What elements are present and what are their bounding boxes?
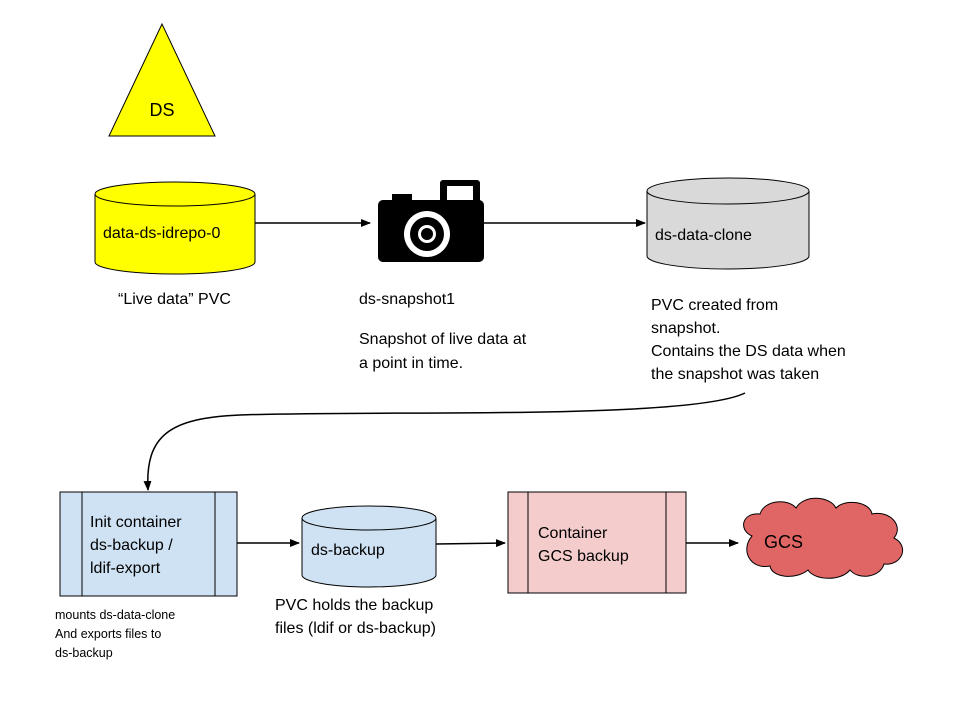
- clone-pvc-label: ds-data-clone: [655, 227, 752, 244]
- cloud-icon: [743, 497, 904, 579]
- ds-triangle-shape: [108, 22, 216, 137]
- init-container-note-line-2: And exports files to: [55, 627, 161, 641]
- clone-description-line-1: PVC created from: [651, 297, 778, 314]
- backup-pvc: ds-backup: [301, 505, 437, 588]
- clone-description-line-2: snapshot.: [651, 320, 720, 337]
- ds-triangle: DS: [108, 22, 216, 137]
- gcs-cloud-label: GCS: [764, 532, 803, 552]
- camera-icon: [378, 180, 484, 262]
- gcs-cloud: GCS: [743, 497, 904, 579]
- backup-pvc-label: ds-backup: [311, 542, 385, 559]
- snapshot-description-line-2: a point in time.: [359, 355, 463, 372]
- live-pvc-cylinder-body: [94, 194, 256, 275]
- snapshot-description-line-1: Snapshot of live data at: [359, 331, 527, 348]
- backup-pvc-cylinder-body: [301, 518, 437, 588]
- arrow-backup-pvc-to-gcs-container: [435, 539, 506, 548]
- gcs-container-label-line-1: Container: [538, 525, 608, 542]
- gcs-container-label-line-2: GCS backup: [538, 548, 629, 565]
- snapshot-name: ds-snapshot1: [359, 291, 455, 308]
- clone-description-line-3: Contains the DS data when: [651, 343, 846, 360]
- live-pvc-label: data-ds-idrepo-0: [103, 225, 221, 242]
- clone-description-line-4: the snapshot was taken: [651, 366, 819, 383]
- gcs-backup-container: Container GCS backup: [507, 491, 687, 594]
- clone-pvc-cylinder-body: [646, 191, 810, 270]
- live-data-pvc: data-ds-idrepo-0: [94, 181, 256, 275]
- backup-pvc-caption-line-1: PVC holds the backup: [275, 597, 433, 614]
- init-container-label-line-3: ldif-export: [90, 560, 161, 577]
- backup-pvc-caption-line-2: files (ldif or ds-backup): [275, 620, 436, 637]
- live-pvc-cylinder-top: [94, 181, 256, 207]
- init-container-note-line-3: ds-backup: [55, 646, 113, 660]
- live-pvc-caption: “Live data” PVC: [118, 291, 231, 308]
- arrow-clone-to-init-container: [143, 392, 746, 491]
- gcs-container-box: [507, 491, 687, 594]
- init-container-label-line-2: ds-backup /: [90, 537, 173, 554]
- backup-pvc-cylinder-top: [301, 505, 437, 531]
- ds-triangle-label: DS: [149, 100, 174, 120]
- clone-pvc-cylinder-top: [646, 177, 810, 205]
- init-container-label-line-1: Init container: [90, 514, 182, 531]
- init-container: Init container ds-backup / ldif-export: [59, 491, 238, 597]
- init-container-box: [59, 491, 238, 597]
- init-container-note-line-1: mounts ds-data-clone: [55, 608, 175, 622]
- clone-pvc: ds-data-clone: [646, 177, 810, 270]
